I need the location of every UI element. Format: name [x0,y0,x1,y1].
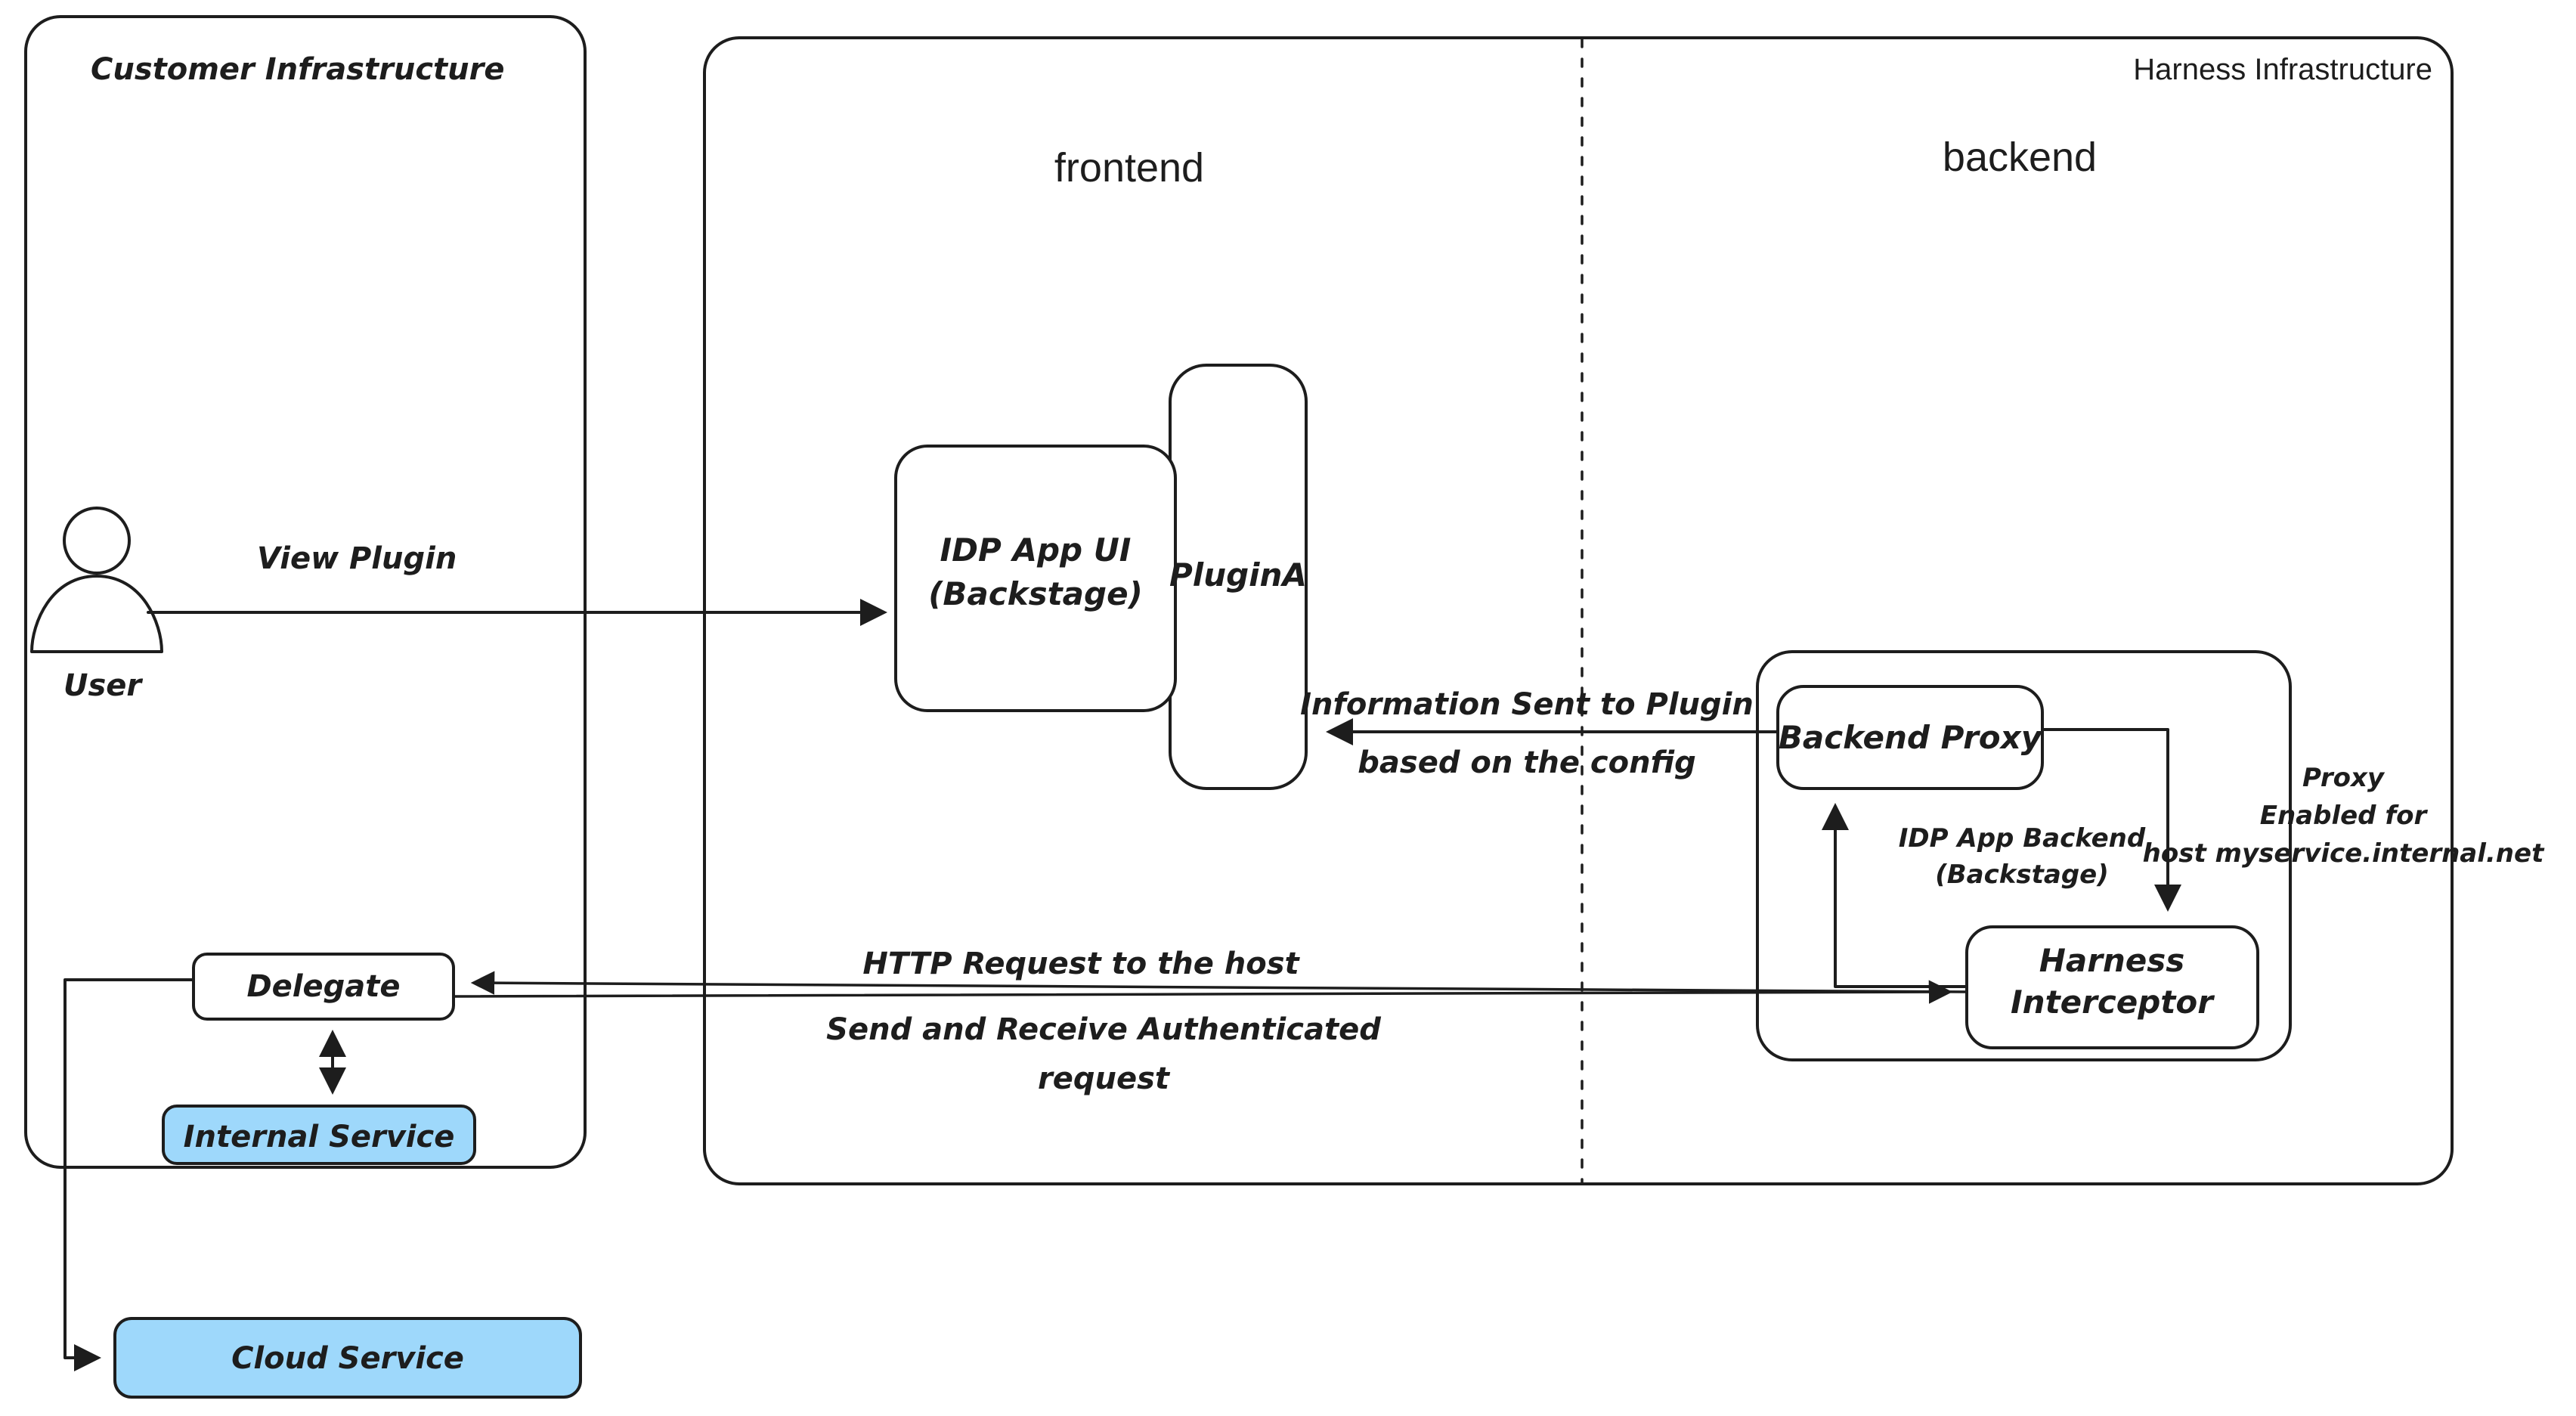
cloud-service-label: Cloud Service [231,1341,464,1376]
customer-infrastructure-label: Customer Infrastructure [91,52,504,87]
harness-infrastructure-label: Harness Infrastructure [2133,53,2432,86]
proxy-enabled-line3: host myservice.internal.net [2143,838,2545,869]
zone-customer-infrastructure: Customer Infrastructure [24,15,587,1169]
backend-proxy-label: Backend Proxy [1779,719,2043,756]
internal-service-box[interactable] [162,1105,476,1165]
edge-http-request-to-delegate: HTTP Request to the host [470,947,1968,995]
user-actor-body-icon [30,575,163,653]
interceptor-to-proxy-arrow [1822,803,1968,988]
edge-proxy-to-interceptor [2041,728,2181,912]
authenticated-request-arrow [452,980,1953,1004]
proxy-enabled-line1: Proxy [2302,763,2386,793]
node-delegate[interactable]: Delegate [192,953,455,1021]
harness-interceptor-label-line1: Harness [2039,942,2185,979]
delegate-label: Delegate [246,969,400,1004]
node-cloud-service[interactable]: Cloud Service [113,1317,582,1399]
harness-interceptor-label-line2: Interceptor [2011,984,2215,1021]
node-internal-service[interactable]: Internal Service [162,1105,476,1165]
edge-delegate-to-cloud-service [63,978,195,1371]
internal-service-label: Internal Service [184,1120,455,1154]
information-to-plugin-line1: Information Sent to Plugin [1300,687,1754,722]
edge-view-plugin: View Plugin [147,541,887,626]
delegate-box[interactable] [192,953,455,1021]
idp-app-ui-box[interactable] [894,445,1177,712]
idp-app-ui-label-line1: IDP App UI [940,531,1132,569]
http-request-to-delegate-arrow [470,971,1968,995]
edge-information-to-plugin: Information Sent to Plugin based on the … [1300,687,1779,780]
node-idp-app-ui[interactable]: IDP App UI (Backstage) [894,445,1177,712]
http-request-line3: request [1038,1061,1171,1096]
idp-app-ui-label-line2: (Backstage) [928,575,1143,612]
user-actor-head-icon [63,507,131,575]
edge-authenticated-request-to-interceptor: Send and Receive Authenticated request [452,980,1953,1096]
idp-app-backend-label-line1: IDP App Backend [1899,823,2146,854]
idp-app-backend-label-line2: (Backstage) [1935,860,2109,890]
user-label: User [63,668,143,703]
frontend-label: frontend [1054,145,1204,191]
node-backend-proxy[interactable]: Backend Proxy [1776,685,2044,790]
view-plugin-label: View Plugin [257,541,457,576]
backend-proxy-box[interactable] [1776,685,2044,790]
user-actor: User [30,507,163,703]
annotation-proxy-enabled: Proxy Enabled for host myservice.interna… [2143,763,2545,869]
http-request-line2: Send and Receive Authenticated [826,1012,1381,1047]
proxy-enabled-line2: Enabled for [2260,801,2429,831]
plugin-a-label: PluginA [1169,556,1307,593]
cloud-service-box[interactable] [113,1317,582,1399]
information-to-plugin-line2: based on the config [1358,745,1695,780]
edge-interceptor-to-proxy [1822,803,1968,988]
delegate-to-cloud-service-arrow [63,978,195,1371]
backend-label: backend [1943,135,2097,180]
http-request-line1: HTTP Request to the host [862,947,1300,981]
node-harness-interceptor[interactable]: Harness Interceptor [1965,925,2259,1049]
proxy-to-interceptor-arrow [2041,728,2181,912]
customer-infrastructure-border [24,15,587,1169]
